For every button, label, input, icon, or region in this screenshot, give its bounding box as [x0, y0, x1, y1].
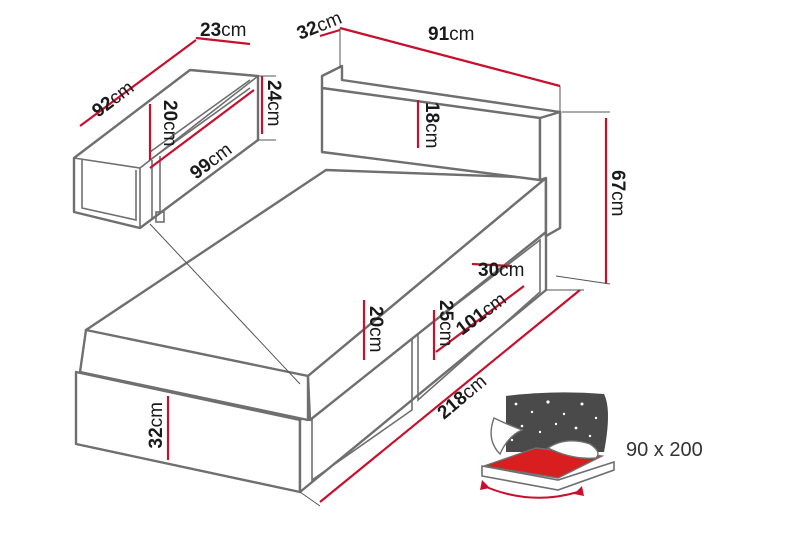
- label-drawer-depth: 23cm: [200, 20, 246, 41]
- label-headboard-width: 91cm: [428, 24, 474, 45]
- night-sky-icon: [506, 392, 608, 452]
- bed-drawer-2: [417, 238, 541, 402]
- label-total-height: 67cm: [607, 170, 628, 216]
- dimension-lines: [79, 26, 608, 503]
- label-headboard-cushion: 18cm: [421, 102, 442, 148]
- star-icon: [510, 400, 598, 442]
- label-drawer-inner-height: 20cm: [159, 100, 180, 146]
- extension-lines: [258, 28, 611, 507]
- label-drawer-height: 24cm: [263, 80, 284, 126]
- mattress-size-label: 90 x 200: [626, 439, 703, 461]
- drawer-illustration: [72, 68, 260, 230]
- label-mattress-height: 20cm: [365, 306, 386, 352]
- label-headboard-depth: 32cm: [294, 8, 345, 45]
- mattress-size-icon: [480, 392, 615, 499]
- drawer-handle: [155, 211, 165, 223]
- bed-illustration: [74, 64, 562, 494]
- label-bed-drawer-height: 25cm: [435, 300, 456, 346]
- label-bed-drawer-depth: 30cm: [478, 260, 524, 281]
- label-base-height: 32cm: [146, 402, 167, 448]
- mattress-front: [78, 328, 310, 422]
